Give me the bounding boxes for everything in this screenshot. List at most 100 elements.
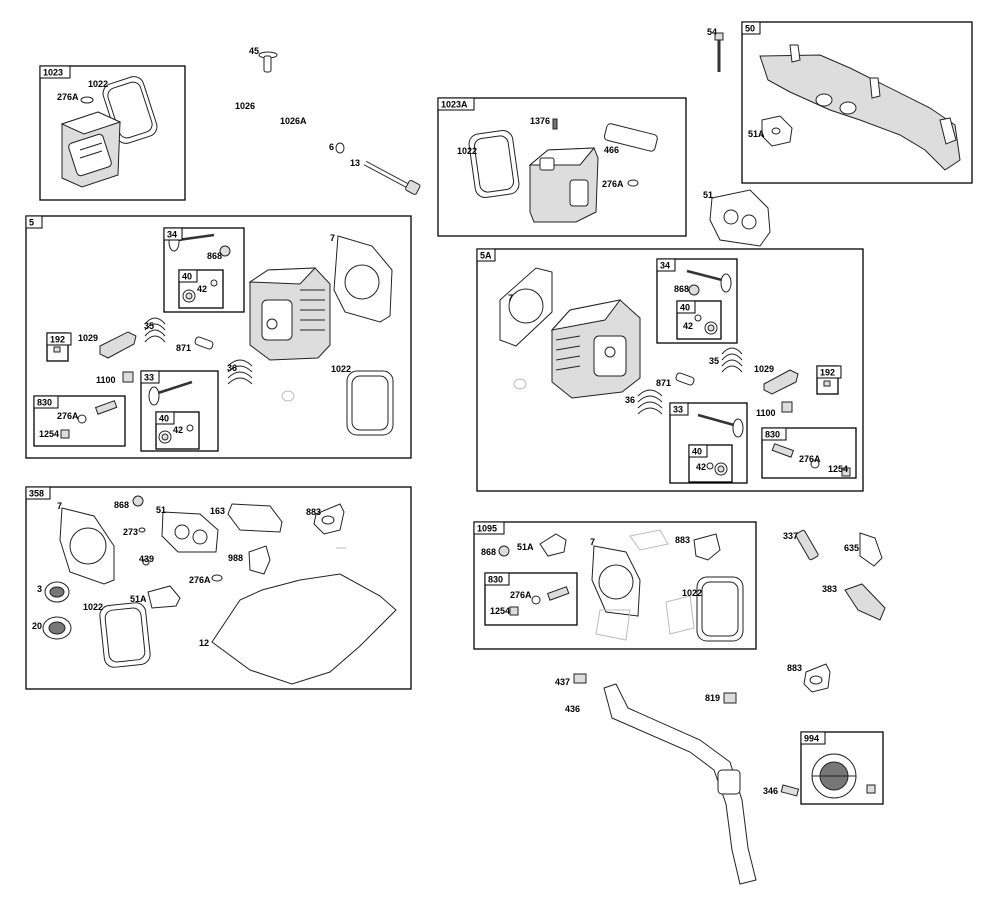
- part-number-label: 35: [144, 321, 154, 331]
- group-frame: [25, 215, 412, 459]
- group-tag-frame: [178, 269, 198, 283]
- group-tag-frame: [676, 300, 696, 314]
- part-number-label: 1026: [235, 101, 255, 111]
- part-number-label: 7: [57, 501, 62, 511]
- group-tag-label: 34: [167, 230, 177, 240]
- group-830-box: 830: [761, 427, 857, 479]
- group-5A-box: 5A: [476, 248, 864, 492]
- part-number-label: 1254: [828, 464, 848, 474]
- group-tag-label: 830: [37, 398, 52, 408]
- group-tag-label: 50: [745, 24, 755, 34]
- part-number-label: 383: [822, 584, 837, 594]
- group-tag-label: 33: [673, 405, 683, 415]
- part-994-cover-drawing: [780, 753, 876, 799]
- group-boxes: 10231023A505344019233408305A344019233408…: [25, 21, 973, 805]
- group-1023A-box: 1023A: [437, 97, 687, 237]
- group-tag-frame: [761, 427, 787, 441]
- group-tag-frame: [33, 395, 59, 409]
- group-frame: [476, 248, 864, 492]
- part-number-label: 871: [656, 378, 671, 388]
- part-number-label: 13: [350, 158, 360, 168]
- part-number-label: 273: [123, 527, 138, 537]
- part-number-label: 51: [156, 505, 166, 515]
- group-tag-label: 358: [29, 489, 44, 499]
- group-tag-frame: [155, 411, 175, 425]
- group-tag-label: 830: [488, 575, 503, 585]
- part-number-label: 163: [210, 506, 225, 516]
- part-5-cylinder-head-drawing: [53, 232, 394, 444]
- part-number-label: 51A: [748, 129, 765, 139]
- part-1026-push-rods-drawing: [231, 109, 315, 207]
- part-number-label: 54: [707, 27, 717, 37]
- part-883-bracket-drawing: [803, 663, 831, 693]
- part-number-label: 1100: [756, 408, 776, 418]
- group-tag-label: 40: [692, 447, 702, 457]
- part-number-label: 1022: [88, 79, 108, 89]
- part-number-label: 819: [705, 693, 720, 703]
- group-40-box: 40: [155, 411, 200, 450]
- part-number-label: 36: [625, 395, 635, 405]
- group-34-box: 34: [656, 258, 738, 344]
- group-1095-box: 1095: [473, 521, 757, 650]
- part-13-bolt-drawing: [335, 142, 421, 195]
- part-number-label: 276A: [57, 92, 79, 102]
- part-number-label: 45: [249, 46, 259, 56]
- part-1095-gasket-set-drawing: [498, 529, 744, 642]
- part-number-label: 871: [176, 343, 191, 353]
- group-tag-frame: [25, 486, 51, 500]
- group-192-box: 192: [46, 332, 72, 362]
- group-frame: [741, 21, 973, 184]
- group-tag-frame: [476, 248, 496, 262]
- part-number-label: 1022: [83, 602, 103, 612]
- part-number-label: 868: [674, 284, 689, 294]
- part-number-label: 337: [783, 531, 798, 541]
- part-337-spark-plug-drawing: [795, 529, 886, 621]
- part-number-label: 1022: [331, 364, 351, 374]
- part-number-label: 1029: [78, 333, 98, 343]
- group-frame: [669, 402, 748, 484]
- part-number-label: 7: [508, 293, 513, 303]
- part-number-label: 868: [207, 251, 222, 261]
- part-number-label: 276A: [510, 590, 532, 600]
- group-tag-label: 994: [804, 734, 819, 744]
- group-frame: [688, 444, 733, 483]
- group-tag-label: 1023A: [441, 100, 468, 110]
- group-frame: [155, 411, 200, 450]
- part-number-label: 20: [32, 621, 42, 631]
- part-number-label: 276A: [799, 454, 821, 464]
- part-1023-valve-cover-drawing: [60, 76, 158, 188]
- part-number-label: 276A: [57, 411, 79, 421]
- group-tag-frame: [39, 65, 71, 79]
- part-number-label: 276A: [189, 575, 211, 585]
- part-number-label: 1026A: [280, 116, 307, 126]
- group-tag-label: 34: [660, 261, 670, 271]
- group-tag-label: 192: [820, 368, 835, 378]
- part-50-exhaust-manifold-drawing: [759, 44, 961, 171]
- group-1023-box: 1023: [39, 65, 186, 201]
- group-50-box: 50: [741, 21, 973, 184]
- group-358-box: 358: [25, 486, 412, 690]
- group-tag-frame: [800, 731, 826, 745]
- part-number-label: 1022: [457, 146, 477, 156]
- part-drawings: [42, 32, 961, 885]
- part-number-label: 635: [844, 543, 859, 553]
- group-33-box: 33: [669, 402, 748, 484]
- part-number-label: 42: [696, 462, 706, 472]
- part-number-label: 1254: [39, 429, 59, 439]
- group-frame: [761, 427, 857, 479]
- part-number-label: 883: [787, 663, 802, 673]
- part-number-label: 346: [763, 786, 778, 796]
- group-33-box: 33: [140, 370, 219, 452]
- group-40-box: 40: [688, 444, 733, 483]
- group-frame: [676, 300, 722, 340]
- part-number-label: 7: [330, 233, 335, 243]
- group-tag-frame: [473, 521, 505, 535]
- part-5A-cylinder-head-drawing: [499, 267, 851, 477]
- part-number-label: 1254: [490, 606, 510, 616]
- group-34-box: 34: [163, 227, 245, 313]
- part-number-label: 436: [565, 704, 580, 714]
- group-tag-frame: [816, 365, 842, 379]
- part-number-label: 3: [37, 584, 42, 594]
- part-number-label: 42: [173, 425, 183, 435]
